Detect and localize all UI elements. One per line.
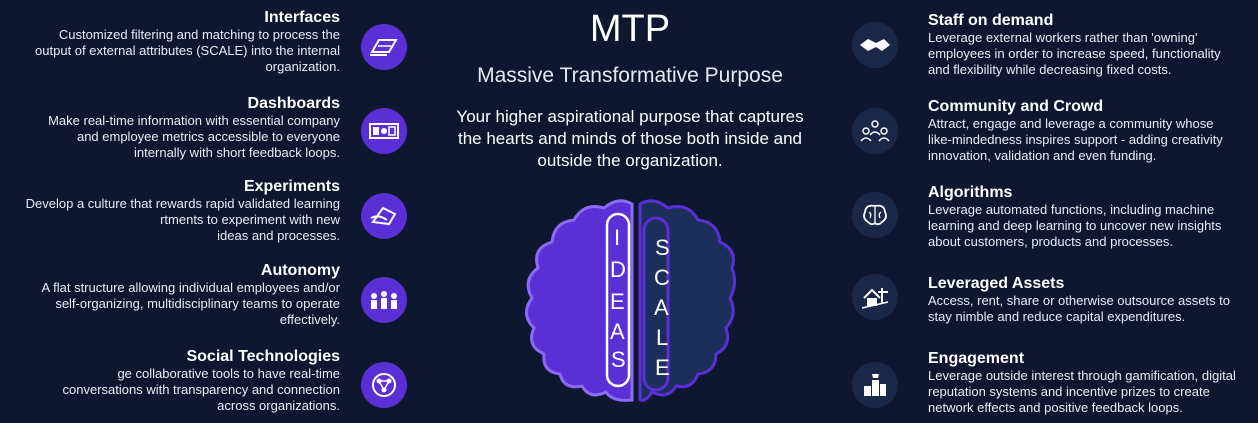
- brain-letter: A: [610, 319, 625, 344]
- experiments-icon: [361, 193, 407, 239]
- desc-line: and flexibility while decreasing fixed c…: [928, 62, 1172, 77]
- autonomy-block: Autonomy A flat structure allowing indiv…: [0, 262, 340, 328]
- engagement-title: Engagement: [928, 350, 1025, 367]
- desc-line: network effects and positive feedback lo…: [928, 400, 1183, 415]
- trophy-icon: [852, 362, 898, 408]
- dashboards-desc: Make real-time information with essentia…: [0, 113, 340, 161]
- brain-letter: D: [610, 257, 626, 282]
- brain-icon: [852, 192, 898, 238]
- autonomy-title: Autonomy: [260, 262, 340, 279]
- brain-letter: C: [654, 265, 670, 290]
- interfaces-icon: [361, 24, 407, 70]
- leveraged-assets-title: Leveraged Assets: [928, 275, 1065, 292]
- desc-line: Access, rent, share or otherwise outsour…: [928, 293, 1231, 308]
- brain-letter: S: [611, 347, 626, 372]
- desc-line: A flat structure allowing individual emp…: [41, 280, 340, 295]
- dashboard-icon: [361, 108, 407, 154]
- desc-line: rtments to experiment with new: [160, 212, 340, 227]
- handshake-icon: [852, 22, 898, 68]
- interfaces-title: Interfaces: [264, 9, 340, 26]
- experiments-block: Experiments Develop a culture that rewar…: [0, 178, 340, 244]
- desc-line: internally with short feedback loops.: [134, 145, 340, 160]
- desc-line: across organizations.: [217, 398, 340, 413]
- experiments-title: Experiments: [243, 178, 340, 195]
- desc-line: innovation, validation and even funding.: [928, 148, 1157, 163]
- social-technologies-title: Social Technologies: [186, 348, 340, 365]
- autonomy-desc: A flat structure allowing individual emp…: [0, 280, 340, 328]
- community-and-crowd-desc: Attract, engage and leverage a community…: [928, 116, 1258, 164]
- brain-right-hemisphere: [638, 199, 737, 402]
- desc-line: about customers, products and processes.: [928, 234, 1173, 249]
- dashboards-title: Dashboards: [247, 95, 340, 112]
- brain-graphic: I D E A S S C A L E: [520, 196, 738, 408]
- desc-line: self-organizing, multidisciplinary teams…: [55, 296, 340, 311]
- interfaces-block: Interfaces Customized filtering and matc…: [0, 9, 340, 75]
- desc-line: and employee metrics accessible to every…: [76, 129, 340, 144]
- desc-line: stay nimble and reduce capital expenditu…: [928, 309, 1186, 324]
- desc-line: conversations with transparency and conn…: [62, 382, 341, 397]
- desc-line: Leverage external workers rather than 'o…: [928, 30, 1198, 45]
- desc-line: reputation systems and incentive prizes …: [928, 384, 1210, 399]
- desc-line: Attract, engage and leverage a community…: [928, 116, 1214, 131]
- desc-line: ge collaborative tools to have real-time: [117, 366, 340, 381]
- crowd-icon: [852, 108, 898, 154]
- desc-line: ideas and processes.: [217, 228, 340, 243]
- desc-line: effectively.: [279, 312, 340, 327]
- interfaces-desc: Customized filtering and matching to pro…: [0, 27, 340, 75]
- dashboards-block: Dashboards Make real-time information wi…: [0, 95, 340, 161]
- algorithms-desc: Leverage automated functions, including …: [928, 202, 1258, 250]
- desc-line: Make real-time information with essentia…: [48, 113, 340, 128]
- leveraged-assets-block: Leveraged Assets Access, rent, share or …: [928, 275, 1258, 325]
- staff-on-demand-title: Staff on demand: [928, 12, 1054, 29]
- experiments-desc: Develop a culture that rewards rapid val…: [0, 196, 340, 244]
- algorithms-block: Algorithms Leverage automated functions,…: [928, 184, 1258, 250]
- assets-icon: [852, 274, 898, 320]
- desc-line: employees in order to increase speed, fu…: [928, 46, 1221, 61]
- leveraged-assets-desc: Access, rent, share or otherwise outsour…: [928, 293, 1258, 325]
- desc-line: learning and deep learning to uncover ne…: [928, 218, 1222, 233]
- engagement-desc: Leverage outside interest through gamifi…: [928, 368, 1258, 416]
- brain-left-hemisphere: [525, 199, 634, 402]
- brain-letter: E: [655, 355, 670, 380]
- desc-line: like-mindedness inspires support - addin…: [928, 132, 1223, 147]
- desc-line: Develop a culture that rewards rapid val…: [25, 196, 340, 211]
- mtp-purpose: Your higher aspirational purpose that ca…: [456, 107, 804, 170]
- desc-line: Leverage outside interest through gamifi…: [928, 368, 1236, 383]
- brain-letter: I: [614, 225, 621, 250]
- brain-letter: E: [610, 289, 625, 314]
- social-technologies-desc: ge collaborative tools to have real-time…: [0, 366, 341, 414]
- mtp-subtitle: Massive Transformative Purpose: [477, 64, 783, 87]
- team-icon: [361, 277, 407, 323]
- brain-letter: S: [655, 235, 670, 260]
- globe-icon: [361, 362, 407, 408]
- desc-line: organization.: [265, 59, 340, 74]
- desc-line: Leverage automated functions, including …: [928, 202, 1215, 217]
- desc-line: output of external attributes (SCALE) in…: [35, 43, 340, 58]
- brain-letter: A: [654, 295, 669, 320]
- staff-on-demand-block: Staff on demand Leverage external worker…: [928, 12, 1258, 78]
- social-technologies-block: Social Technologies ge collaborative too…: [0, 348, 341, 414]
- community-and-crowd-title: Community and Crowd: [928, 98, 1104, 115]
- engagement-block: Engagement Leverage outside interest thr…: [928, 350, 1258, 416]
- staff-on-demand-desc: Leverage external workers rather than 'o…: [928, 30, 1258, 78]
- community-and-crowd-block: Community and Crowd Attract, engage and …: [928, 98, 1258, 164]
- algorithms-title: Algorithms: [928, 184, 1013, 201]
- brain-letter: L: [656, 325, 669, 350]
- desc-line: Customized filtering and matching to pro…: [58, 27, 340, 42]
- mtp-title: MTP: [589, 8, 671, 50]
